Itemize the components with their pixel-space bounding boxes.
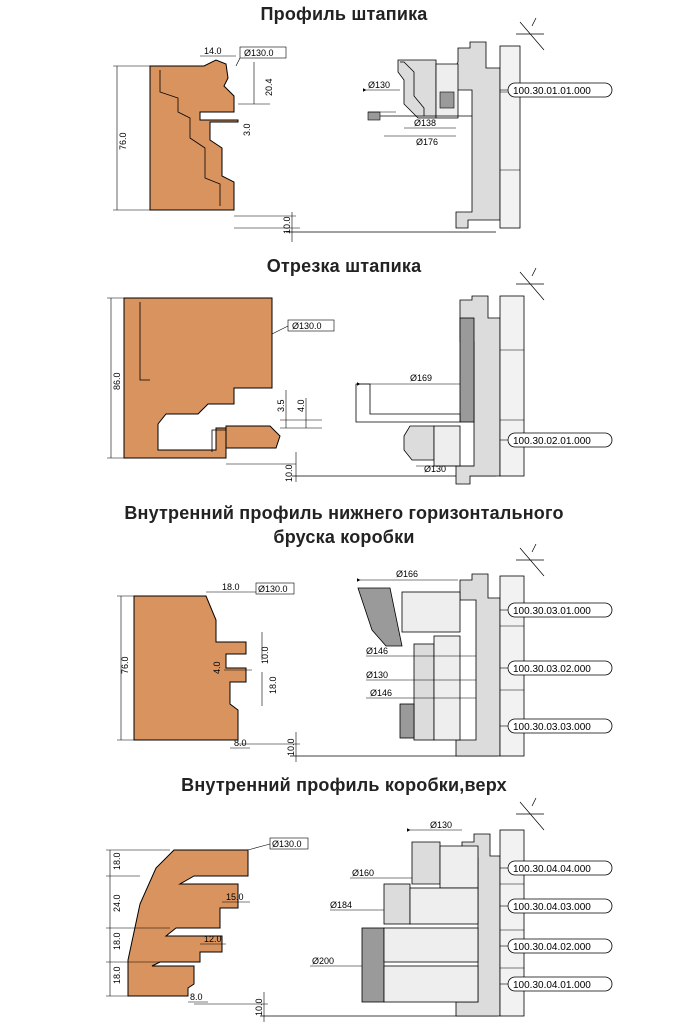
code-1: 100.30.01.01.000 [513, 86, 591, 97]
code-4b: 100.30.04.03.000 [513, 902, 591, 913]
code-tag-2 [507, 432, 613, 448]
code-tag-3b [507, 660, 613, 676]
code-tag-3c [507, 718, 613, 734]
dim-h1-4: 18.0 [112, 852, 122, 870]
wood-profile-1 [149, 59, 239, 211]
cutter-diameter-2a: Ø169 [410, 373, 432, 383]
title-shtapik-profile: Профиль штапика [260, 4, 428, 24]
dim-offset-4: 10.0 [254, 998, 264, 1016]
dim-height-1: 76.0 [118, 132, 128, 150]
section-2: 86.0 Ø130.0 3.5 4.0 10.0 Ø169 Ø130 [107, 267, 613, 485]
cutter-assembly-3: Ø166 Ø146 Ø130 Ø146 [357, 569, 525, 757]
code-4a: 100.30.04.04.000 [513, 864, 591, 875]
cutter-diameter-3a: Ø166 [396, 569, 418, 579]
dim-step-b-1: 3.0 [242, 123, 252, 136]
code-4d: 100.30.04.01.000 [513, 980, 591, 991]
cutter-diameter-4a: Ø130 [430, 820, 452, 830]
dim-w2-4: 12.0 [204, 934, 222, 944]
code-4c: 100.30.04.02.000 [513, 942, 591, 953]
cutter-assembly-2: Ø169 Ø130 [355, 295, 525, 485]
dim-offset-1: 10.0 [282, 216, 292, 234]
dim-offset-3: 10.0 [286, 738, 296, 756]
cutter-assembly-1: Ø130 Ø138 Ø176 [363, 41, 521, 229]
dim-step-b-2: 4.0 [296, 399, 306, 412]
dim-diameter-2: Ø130.0 [292, 321, 322, 331]
title-shtapik-cut: Отрезка штапика [266, 256, 422, 276]
cutter-diameter-2b: Ø130 [424, 464, 446, 474]
dim-height-3: 76.0 [120, 656, 130, 674]
dim-width-bottom-4: 8.0 [190, 992, 203, 1002]
code-3b: 100.30.03.02.000 [513, 664, 591, 675]
dim-step-a-1: 20.4 [264, 78, 274, 96]
dim-step-c-3: 18.0 [268, 676, 278, 694]
cutter-diameter-3c: Ø130 [366, 670, 388, 680]
angle-mark-4 [516, 797, 545, 831]
dim-diameter-3: Ø130.0 [258, 584, 288, 594]
wood-profile-4 [127, 849, 249, 997]
section-1: 76.0 14.0 Ø130.0 20.4 3.0 10.0 Ø13 [113, 17, 613, 242]
code-3c: 100.30.03.03.000 [513, 722, 591, 733]
dim-diameter-1: Ø130.0 [244, 48, 274, 58]
dim-step-a-2: 3.5 [276, 399, 286, 412]
code-tag-4d [507, 976, 613, 992]
dim-width-3: 18.0 [222, 582, 240, 592]
cutter-diameter-3b: Ø146 [366, 646, 388, 656]
dim-step-a-3: 10.0 [260, 646, 270, 664]
cutter-diameter-3d: Ø146 [370, 688, 392, 698]
code-2: 100.30.02.01.000 [513, 436, 591, 447]
cutter-assembly-4: Ø130 Ø160 Ø184 Ø200 [310, 820, 525, 1017]
dim-width-bottom-3: 8.0 [234, 738, 247, 748]
dim-step-b-3: 4.0 [212, 661, 222, 674]
cutter-diameter-4c: Ø184 [330, 900, 352, 910]
angle-mark-3 [516, 543, 545, 577]
dim-h2-4: 24.0 [112, 894, 122, 912]
section-4: 18.0 24.0 18.0 18.0 Ø130.0 15.0 12.0 8.0… [106, 797, 613, 1022]
wood-profile-3 [133, 595, 247, 741]
dim-h4-4: 18.0 [112, 966, 122, 984]
angle-mark-1 [516, 17, 545, 51]
dim-diameter-4: Ø130.0 [272, 839, 302, 849]
dim-height-2: 86.0 [112, 372, 122, 390]
code-tag-1 [507, 82, 613, 98]
title-frame-top: Внутренний профиль коробки,верх [181, 775, 507, 795]
cutter-diameter-4d: Ø200 [312, 956, 334, 966]
cutter-diameter-1c: Ø176 [416, 137, 438, 147]
title-bottom-bar-line1: Внутренний профиль нижнего горизонтально… [124, 503, 564, 523]
title-bottom-bar-line2: бруска коробки [273, 527, 415, 547]
dim-w1-4: 15.0 [226, 892, 244, 902]
code-tag-4b [507, 898, 613, 914]
section-3: 76.0 18.0 Ø130.0 10.0 4.0 18.0 8.0 10.0 … [117, 543, 613, 762]
cutter-diameter-1b: Ø138 [414, 118, 436, 128]
code-tag-3a [507, 602, 613, 618]
code-tag-4a [507, 860, 613, 876]
cutter-diameter-4b: Ø160 [352, 868, 374, 878]
code-3a: 100.30.03.01.000 [513, 606, 591, 617]
angle-mark-2 [516, 267, 545, 301]
dim-h3-4: 18.0 [112, 932, 122, 950]
cutter-diameter-1a: Ø130 [368, 80, 390, 90]
dim-width-1: 14.0 [204, 46, 222, 56]
code-tag-4c [507, 938, 613, 954]
dim-offset-2: 10.0 [284, 464, 294, 482]
